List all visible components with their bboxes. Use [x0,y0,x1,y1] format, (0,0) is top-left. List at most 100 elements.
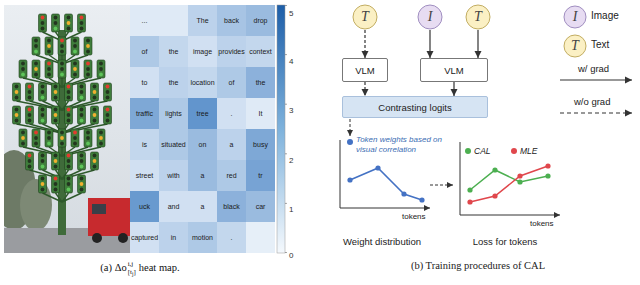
signal-lamp [54,108,58,112]
y-axis [460,142,461,215]
signal-lamp [73,39,77,43]
signal-lamp [99,142,103,146]
signal-lamp [54,188,58,192]
signal-lamp [99,73,103,77]
box-text: VLM [355,65,375,76]
signal-lamp [28,90,32,94]
token-cell: black [223,203,239,210]
signal-lamp [99,131,103,135]
circle-letter: T [474,9,482,25]
mle-line [470,166,548,202]
subcaption: (b) Training procedures of CAL [411,260,545,271]
signal-lamp [67,21,71,25]
token-cell: lights [165,110,181,117]
signal-lamp [28,119,32,123]
signal-housing [52,14,60,32]
circle-shape [353,5,377,29]
signal-lamp [34,73,38,77]
weight-line [350,168,422,200]
connector [429,30,430,58]
signal-lamp [73,136,77,140]
signal-lamp [47,136,51,140]
signal-housing [32,129,40,147]
subcaption: heat map. [139,262,180,273]
signal-lamp [60,50,64,54]
token-cell: situated [161,141,186,148]
signal-lamp [80,113,84,117]
signal-lamp [67,159,71,163]
token-cell: provides [218,48,244,55]
heat-cell [159,5,188,36]
signal-housing [65,106,73,124]
signal-housing [52,83,60,101]
signal-lamp [86,73,90,77]
signal-lamp [41,119,45,123]
mle-points [467,163,550,204]
signal-lamp [34,44,38,48]
tick-box: 2 [289,149,293,167]
token-cell: a [230,141,234,148]
heat-cell: . [217,98,246,129]
legend-text: w/ grad [578,63,609,74]
trunk [58,30,66,235]
signal-lamp [73,73,77,77]
colorbar-tick: 2 [289,156,293,165]
colorbar-tick: 0 [289,251,293,260]
legend-text: Token weights based on visual correlatio… [356,135,442,154]
legend-dashed-arrow [560,112,632,113]
weight-points [347,165,424,202]
signal-lamp [67,154,71,158]
signal-lamp [80,182,84,186]
signal-housing [52,175,60,193]
circle-shape [418,5,442,29]
heat-cell: black [217,191,246,222]
circle-letter: T [571,38,579,54]
signal-housing [13,106,21,124]
signal-housing [91,106,99,124]
heat-cell: drop [246,5,275,36]
signal-lamp [106,113,110,117]
signal-lamp [80,188,84,192]
signal-lamp [73,67,77,71]
legend-item: Image [591,10,619,21]
token-cell: red [226,172,236,179]
token-cell: The [196,17,208,24]
subscript: ] [133,268,135,276]
signal-lamp [41,16,45,20]
heat-cell: red [217,160,246,191]
signal-lamp [28,154,32,158]
superscript-line: i,j [128,260,136,268]
signal-lamp [47,67,51,71]
signal-housing [13,83,21,101]
signal-housing [78,83,86,101]
signal-lamp [60,136,64,140]
signal-lamp [21,136,25,140]
input-circle: T [352,4,378,30]
connector [453,82,454,96]
heat-cell: of [217,67,246,98]
signal-housing [84,60,92,78]
signal-lamp [67,90,71,94]
signal-lamp [73,131,77,135]
signal-lamp [54,27,58,31]
signal-housing [78,152,86,170]
token-cell: a [201,203,205,210]
signal-lamp [67,188,71,192]
signal-lamp [54,182,58,186]
signal-housing [52,106,60,124]
heat-cell: to [130,67,159,98]
signal-lamp [15,85,19,89]
signal-lamp [67,177,71,181]
signal-lamp [67,27,71,31]
signal-housing [78,106,86,124]
token-cell: of [229,79,235,86]
legend-item: CAL [474,146,491,156]
signal-housing [26,106,34,124]
signal-lamp [41,113,45,117]
signal-lamp [21,73,25,77]
legend-item: Text [591,39,609,50]
signal-lamp [80,108,84,112]
token-cell: uck [139,203,150,210]
